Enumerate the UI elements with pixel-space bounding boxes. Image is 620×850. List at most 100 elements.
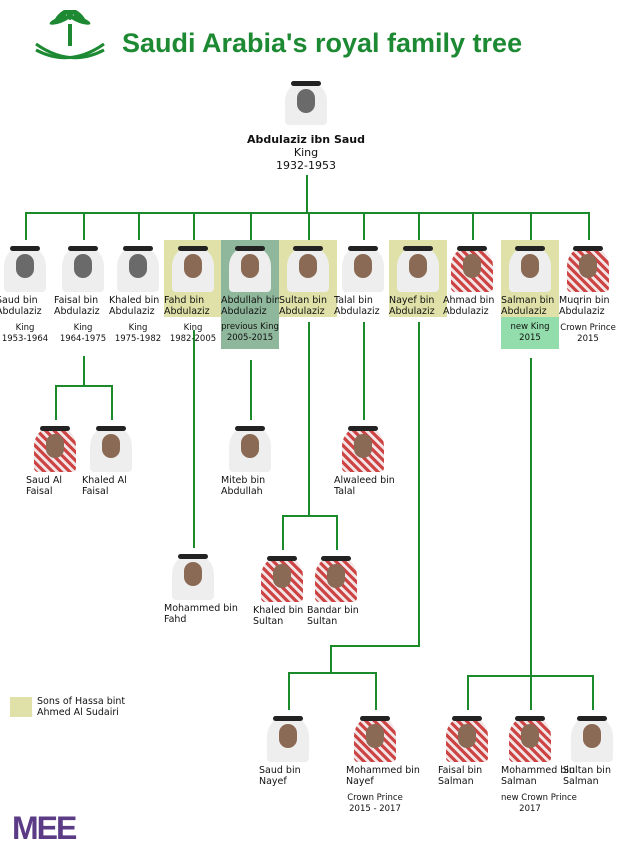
portrait	[338, 240, 388, 292]
portrait	[263, 710, 313, 762]
tree-connector	[83, 212, 85, 240]
tree-connector	[592, 675, 594, 710]
tree-connector	[588, 212, 590, 240]
tree-connector	[330, 645, 332, 672]
portrait	[225, 420, 275, 472]
tree-connector	[308, 212, 310, 240]
root-years: 1932-1953	[276, 159, 336, 172]
portrait	[113, 240, 163, 292]
portrait	[393, 240, 443, 292]
portrait	[30, 420, 80, 472]
portrait	[311, 550, 361, 602]
tree-connector	[330, 645, 420, 647]
page-title: Saudi Arabia's royal family tree	[122, 28, 523, 58]
root-person: Abdulaziz ibn Saud King 1932-1953	[230, 75, 382, 172]
tree-connector	[25, 212, 590, 214]
tree-connector	[55, 385, 113, 387]
tree-connector	[282, 515, 338, 517]
portrait	[338, 420, 388, 472]
tree-connector	[308, 322, 310, 515]
legend-swatch	[10, 697, 32, 717]
portrait	[350, 710, 400, 762]
tree-connector	[282, 515, 284, 550]
tree-connector	[138, 212, 140, 240]
tree-connector	[55, 385, 57, 420]
portrait	[567, 710, 617, 762]
portrait	[86, 420, 136, 472]
tree-connector	[288, 672, 290, 710]
portrait	[225, 240, 275, 292]
portrait	[281, 75, 331, 125]
tree-connector	[530, 212, 532, 240]
portrait	[168, 548, 218, 600]
tree-connector	[306, 175, 308, 212]
portrait	[447, 240, 497, 292]
tree-connector	[530, 358, 532, 675]
tree-connector	[250, 360, 252, 420]
portrait	[563, 240, 613, 292]
tree-connector	[25, 212, 27, 240]
tree-connector	[193, 330, 195, 548]
tree-connector	[363, 212, 365, 240]
root-name: Abdulaziz ibn Saud	[246, 133, 366, 146]
legend-label: Sons of Hassa bint Ahmed Al Sudairi	[37, 696, 126, 718]
portrait	[505, 240, 555, 292]
root-role: King	[293, 146, 319, 159]
tree-connector	[467, 675, 469, 710]
tree-connector	[111, 385, 113, 420]
tree-connector	[472, 212, 474, 240]
portrait	[505, 710, 555, 762]
tree-connector	[336, 515, 338, 550]
tree-connector	[363, 322, 365, 420]
tree-connector	[250, 212, 252, 240]
portrait	[168, 240, 218, 292]
